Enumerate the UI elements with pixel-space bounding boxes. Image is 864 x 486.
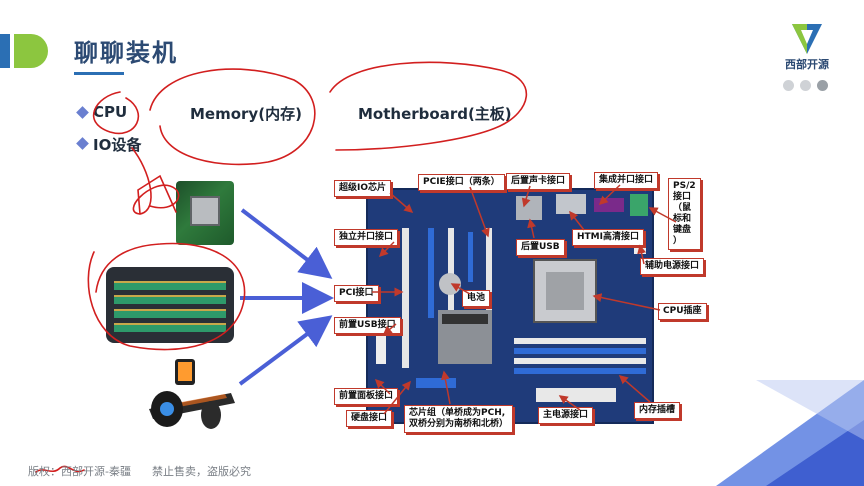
callout-battery: 电池 bbox=[462, 290, 491, 307]
callout-front-panel: 前置面板接口 bbox=[334, 388, 399, 405]
callout-chipset: 芯片组（单桥成为PCH, 双桥分别为南桥和北桥） bbox=[404, 405, 514, 433]
corner-decoration bbox=[716, 380, 864, 486]
bullet-motherboard: Motherboard(主板) bbox=[358, 105, 512, 123]
title-underline bbox=[74, 72, 124, 75]
slide-dot-3[interactable] bbox=[817, 80, 828, 91]
io-devices-image bbox=[149, 359, 235, 429]
bullet-memory: Memory(内存) bbox=[190, 105, 302, 123]
callout-pci: PCI接口 bbox=[334, 285, 379, 302]
slide-dot-2[interactable] bbox=[800, 80, 811, 91]
motherboard-details bbox=[376, 194, 648, 402]
callout-rear-usb: 后置USB bbox=[516, 239, 565, 256]
callout-parallel: 集成并口接口 bbox=[594, 172, 659, 189]
callout-main-power: 主电源接口 bbox=[538, 407, 594, 424]
callout-ps2: PS/2 接口 （鼠 标和 键盘 ） bbox=[668, 178, 701, 250]
callout-hdmi: HTMI高清接口 bbox=[572, 229, 644, 246]
callout-disk: 硬盘接口 bbox=[346, 410, 393, 427]
slide-dot-1[interactable] bbox=[783, 80, 794, 91]
callout-pcie: PCIE接口（两条） bbox=[418, 174, 505, 191]
callout-aux-power: 辅助电源接口 bbox=[640, 258, 705, 275]
logo-text: 西部开源 bbox=[785, 58, 829, 71]
motherboard-image bbox=[366, 188, 654, 424]
callout-standalone-parallel: 独立并口接口 bbox=[334, 229, 399, 246]
footer-copyright: 版权：西部开源-秦疆 禁止售卖，盗版必究 bbox=[28, 465, 251, 478]
callout-memory-slot: 内存插槽 bbox=[634, 402, 681, 419]
callout-cpu-socket: CPU插座 bbox=[658, 303, 707, 320]
header-accent-halfcircle bbox=[14, 34, 48, 68]
bullet-cpu: CPU bbox=[93, 103, 128, 121]
page-title: 聊聊装机 bbox=[74, 39, 178, 67]
memory-image bbox=[106, 267, 234, 343]
callout-super-io: 超级IO芯片 bbox=[334, 180, 391, 197]
logo-icon bbox=[792, 24, 822, 54]
cpu-chip bbox=[190, 196, 220, 226]
callout-rear-audio: 后置声卡接口 bbox=[506, 173, 571, 190]
header-accent-bar bbox=[0, 34, 10, 68]
bullet-io: IO设备 bbox=[93, 136, 142, 154]
